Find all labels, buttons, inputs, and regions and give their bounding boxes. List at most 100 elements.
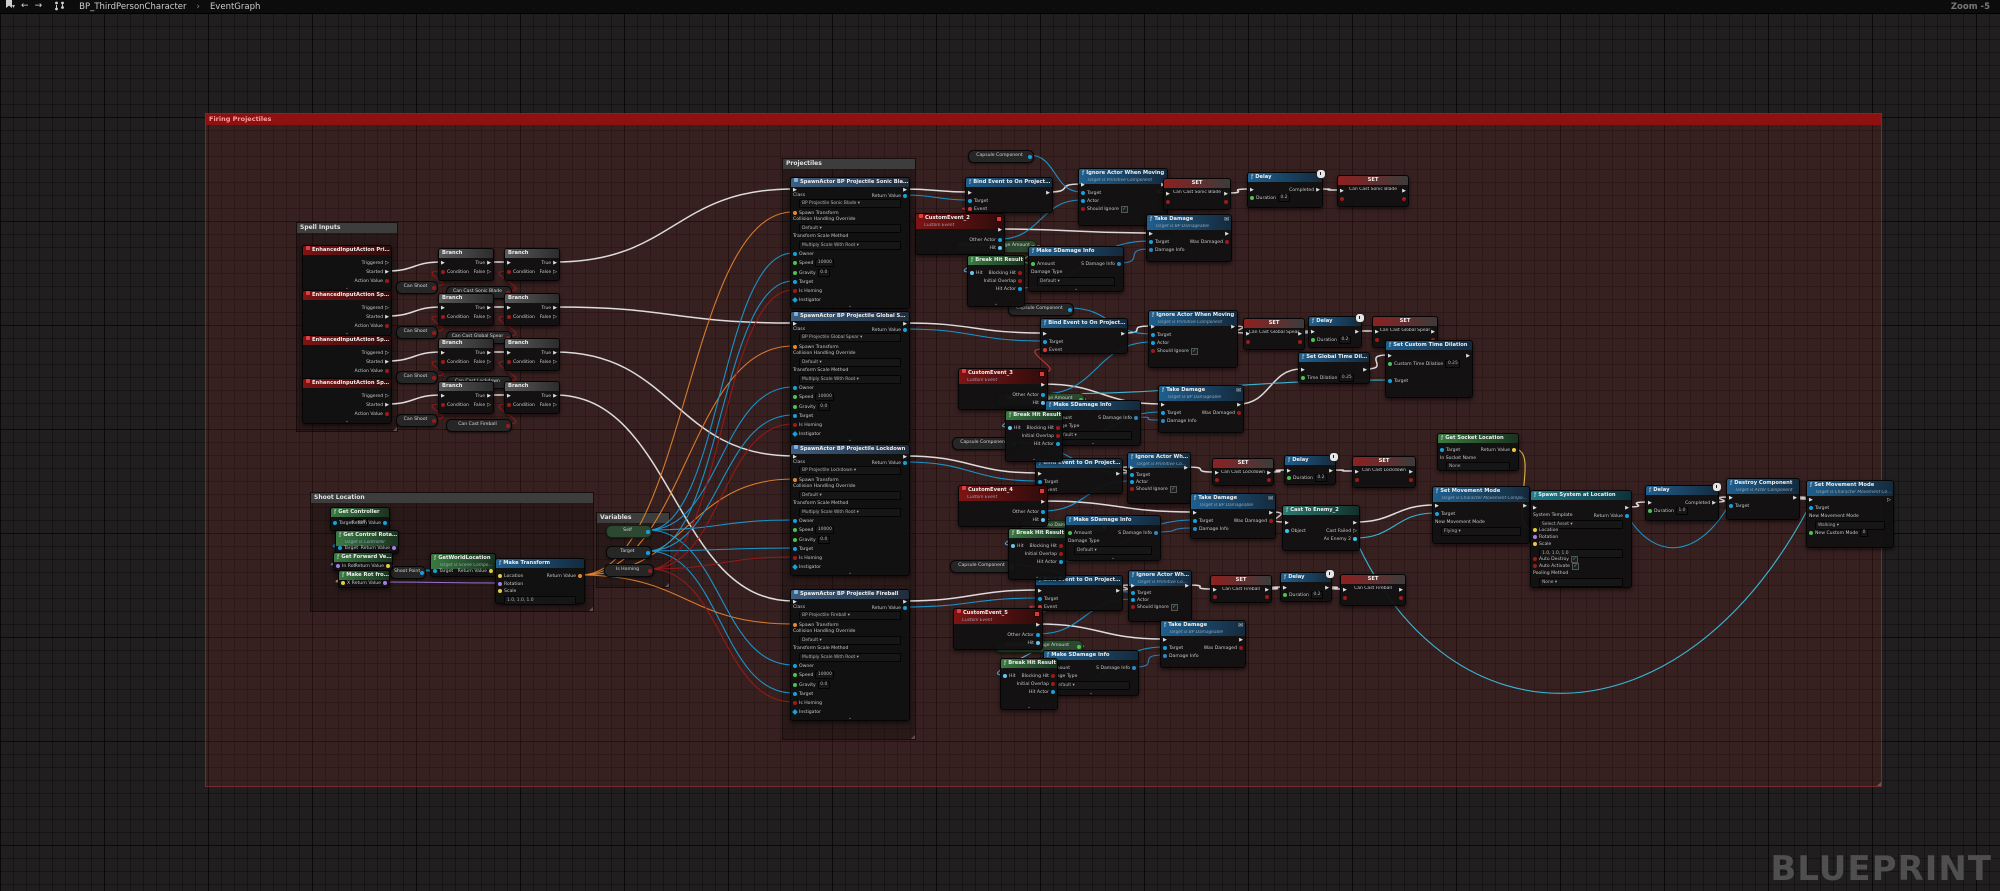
pill-shoot-point-pin[interactable]: [419, 570, 424, 575]
dropdown-box[interactable]: BP Projectile Fireball ▾: [799, 611, 901, 620]
dropdown-box[interactable]: Default ▾: [799, 358, 901, 367]
dropdown-box[interactable]: 1.0, 1.0, 1.0: [504, 596, 576, 605]
spawn-fireball-owner-pin[interactable]: Owner: [793, 662, 814, 670]
break-hit-result-4-hit-actor-pin[interactable]: Hit Actor: [1029, 688, 1055, 696]
pill-can-shoot-2[interactable]: Can Shoot: [396, 326, 438, 339]
set-can-cast-sonic-blade-off-exec-pin[interactable]: ▶: [1166, 190, 1170, 198]
get-socket-location-target-pin[interactable]: Target: [1440, 446, 1460, 454]
branch-4b-condition-pin[interactable]: Condition: [507, 401, 535, 409]
spawn-fireball-is-homing-pin[interactable]: Is Homing: [793, 699, 822, 707]
get-controller-return-value-pin[interactable]: Return Value: [352, 519, 387, 527]
branch-1a-false-pin[interactable]: ▷False: [474, 268, 491, 276]
checkbox[interactable]: ✓: [1571, 562, 1579, 570]
dropdown-box[interactable]: Default ▾: [799, 224, 901, 233]
event-spell-two[interactable]: EnhancedInputAction Spell_Two▷Triggered▶…: [302, 335, 392, 381]
event-spell-two-action-value-pin[interactable]: Action Value: [355, 367, 389, 375]
make-transform-scale-pin[interactable]: Scale: [498, 587, 516, 595]
ignore-actor-3-exec-pin[interactable]: ▶: [1130, 464, 1134, 472]
spawn-global-spear-class-pin[interactable]: Class: [793, 325, 805, 333]
branch-4b-true-pin[interactable]: ▶True: [541, 392, 557, 400]
custom-event-5-other-actor-pin[interactable]: Other Actor: [1007, 631, 1040, 639]
set-can-cast-sonic-blade-off-exec-pin[interactable]: [1166, 198, 1170, 206]
cast-to-enemy-cast-failed-pin[interactable]: ▷Cast Failed: [1326, 527, 1357, 535]
bind-event-4-target-pin[interactable]: Target: [1038, 595, 1058, 603]
spawn-fireball-return-value-pin[interactable]: Return Value: [872, 604, 907, 612]
spawn-system-at-location-system-template-pin[interactable]: System Template: [1533, 511, 1573, 519]
back-icon[interactable]: ←: [21, 1, 29, 11]
pill-can-cast-global-spear-pin[interactable]: [505, 335, 510, 340]
checkbox[interactable]: ✓: [1190, 347, 1198, 355]
spawn-system-at-location-return-value-pin[interactable]: Return Value: [1594, 512, 1629, 520]
make-sdamage-info-4-s-damage-info-pin[interactable]: S Damage Info: [1096, 664, 1136, 672]
dropdown-box[interactable]: Default ▾: [1054, 431, 1132, 440]
event-spell-three-started-pin[interactable]: ▶Started: [366, 313, 389, 321]
spawn-sonic-blade-collision-handling-override-pin[interactable]: Collision Handling Override: [793, 215, 856, 223]
branch-4a-false-pin[interactable]: ▷False: [474, 401, 491, 409]
event-spell-four-action-value-pin[interactable]: Action Value: [355, 410, 389, 418]
set-can-cast-lockdown-on-exec-pin[interactable]: [1409, 476, 1413, 484]
spawn-global-spear-is-homing-pin[interactable]: Is Homing: [793, 421, 822, 429]
make-rot-from-x-x-pin[interactable]: X: [341, 579, 350, 587]
break-hit-result-2-initial-overlap-pin[interactable]: Initial Overlap: [1022, 432, 1060, 440]
take-damage-2-was-damaged-pin[interactable]: Was Damaged: [1202, 409, 1241, 417]
take-damage-2-damage-info-pin[interactable]: Damage Info: [1161, 417, 1197, 425]
comment-shoot-location-header[interactable]: Shoot Location: [311, 493, 593, 503]
ignore-actor-1-target-pin[interactable]: Target: [1081, 189, 1101, 197]
get-world-location-return-value-pin[interactable]: Return Value: [458, 567, 493, 575]
set-can-cast-lockdown-on-exec-pin[interactable]: [1355, 476, 1359, 484]
event-spell-three[interactable]: EnhancedInputAction Spell_Three▷Triggere…: [302, 290, 392, 336]
break-hit-result-3-blocking-hit-pin[interactable]: Blocking Hit: [1029, 542, 1063, 550]
spawn-sonic-blade-target-pin[interactable]: Target: [793, 278, 813, 286]
branch-4a-exec-pin[interactable]: ▶: [441, 392, 445, 400]
dropdown-box[interactable]: Multiply Scale With Root ▾: [799, 508, 901, 517]
branch-1b-condition-pin[interactable]: Condition: [507, 268, 535, 276]
ignore-actor-4-exec-pin[interactable]: ▶: [1185, 582, 1189, 590]
bind-event-1-exec-pin[interactable]: ▶: [1046, 189, 1050, 197]
checkbox[interactable]: ✓: [1169, 485, 1177, 493]
forward-icon[interactable]: →: [34, 1, 43, 11]
break-hit-result-1-blocking-hit-pin[interactable]: Blocking Hit: [988, 269, 1022, 277]
ignore-actor-3-should-ignore-pin[interactable]: Should Ignore✓: [1130, 485, 1177, 493]
checkbox[interactable]: ✓: [1170, 603, 1178, 611]
value-box[interactable]: 0.0: [817, 403, 830, 411]
branch-1b-exec-pin[interactable]: ▶: [507, 259, 511, 267]
cast-to-enemy-exec-pin[interactable]: ▶: [1353, 519, 1357, 527]
branch-1a-exec-pin[interactable]: ▶: [441, 259, 445, 267]
ignore-actor-2-exec-pin[interactable]: ▶: [1231, 323, 1235, 331]
spawn-fireball-collision-handling-override-pin[interactable]: Collision Handling Override: [793, 627, 856, 635]
set-can-cast-global-spear-off-exec-pin[interactable]: [1246, 338, 1250, 346]
event-spell-two-triggered-pin[interactable]: ▷Triggered: [362, 349, 389, 357]
spawn-fireball-class-pin[interactable]: Class: [793, 603, 805, 611]
branch-3b[interactable]: Branch▶Condition▶True▷False: [504, 338, 560, 371]
branch-3a-condition-pin[interactable]: Condition: [441, 358, 469, 366]
collapse-chevron-icon[interactable]: ⌄: [847, 570, 853, 576]
ignore-actor-1-exec-pin[interactable]: ▶: [1081, 181, 1085, 189]
spawn-fireball-exec-pin[interactable]: ▶: [793, 598, 797, 606]
spawn-sonic-blade-instigator-pin[interactable]: Instigator: [792, 296, 821, 304]
custom-event-4-other-actor-pin[interactable]: Other Actor: [1012, 508, 1045, 516]
ignore-actor-1-should-ignore-pin[interactable]: Should Ignore✓: [1081, 205, 1128, 213]
make-sdamage-info-1-damage-type-pin[interactable]: Damage Type: [1031, 268, 1062, 276]
ignore-actor-4-target-pin[interactable]: Target: [1131, 589, 1151, 597]
set-can-cast-fireball-off-exec-pin[interactable]: [1265, 593, 1269, 601]
branch-1b-false-pin[interactable]: ▷False: [540, 268, 557, 276]
value-box[interactable]: 10000: [815, 526, 835, 534]
pill-target-pin[interactable]: [645, 550, 650, 555]
take-damage-4-damage-info-pin[interactable]: Damage Info: [1163, 652, 1199, 660]
spawn-sonic-blade-owner-pin[interactable]: Owner: [793, 250, 814, 258]
set-can-cast-sonic-blade-on-exec-pin[interactable]: ▶: [1402, 187, 1406, 195]
dropdown-box[interactable]: BP Projectile Lockdown ▾: [799, 466, 901, 475]
take-damage-1-target-pin[interactable]: Target: [1149, 238, 1169, 246]
